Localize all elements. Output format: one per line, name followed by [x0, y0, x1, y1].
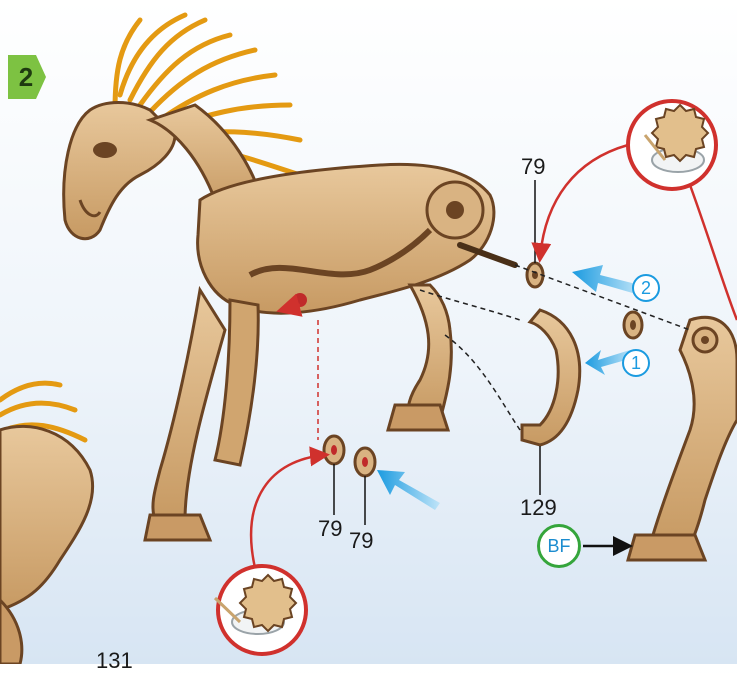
- blue-arrow-2: [572, 265, 640, 294]
- glue-callout-top: [628, 101, 716, 189]
- glue-callout-bottom: [215, 566, 306, 654]
- label-79-left: 79: [318, 518, 342, 540]
- washer-part-79-left: [324, 436, 344, 464]
- bracket-part-129: [522, 310, 580, 445]
- washer-part-79-right: [355, 448, 375, 476]
- label-79-right: 79: [349, 530, 373, 552]
- step-number: 2: [6, 55, 46, 99]
- main-horse: [64, 15, 515, 540]
- second-horse: [0, 383, 93, 664]
- blue-arrow-bottom: [377, 470, 440, 510]
- horse-hind-leg: [408, 285, 451, 420]
- bf-badge: BF: [537, 524, 581, 568]
- red-arrow-top: [540, 145, 628, 258]
- label-131: 131: [96, 650, 133, 672]
- label-129: 129: [520, 497, 557, 519]
- red-line-right: [690, 185, 737, 320]
- washer-part-detached: [624, 312, 642, 338]
- red-arrow-bottom: [251, 455, 325, 568]
- order-marker-2: 2: [632, 274, 660, 302]
- label-79-top: 79: [521, 156, 545, 178]
- horse-front-leg: [153, 290, 225, 520]
- order-marker-1: 1: [622, 349, 650, 377]
